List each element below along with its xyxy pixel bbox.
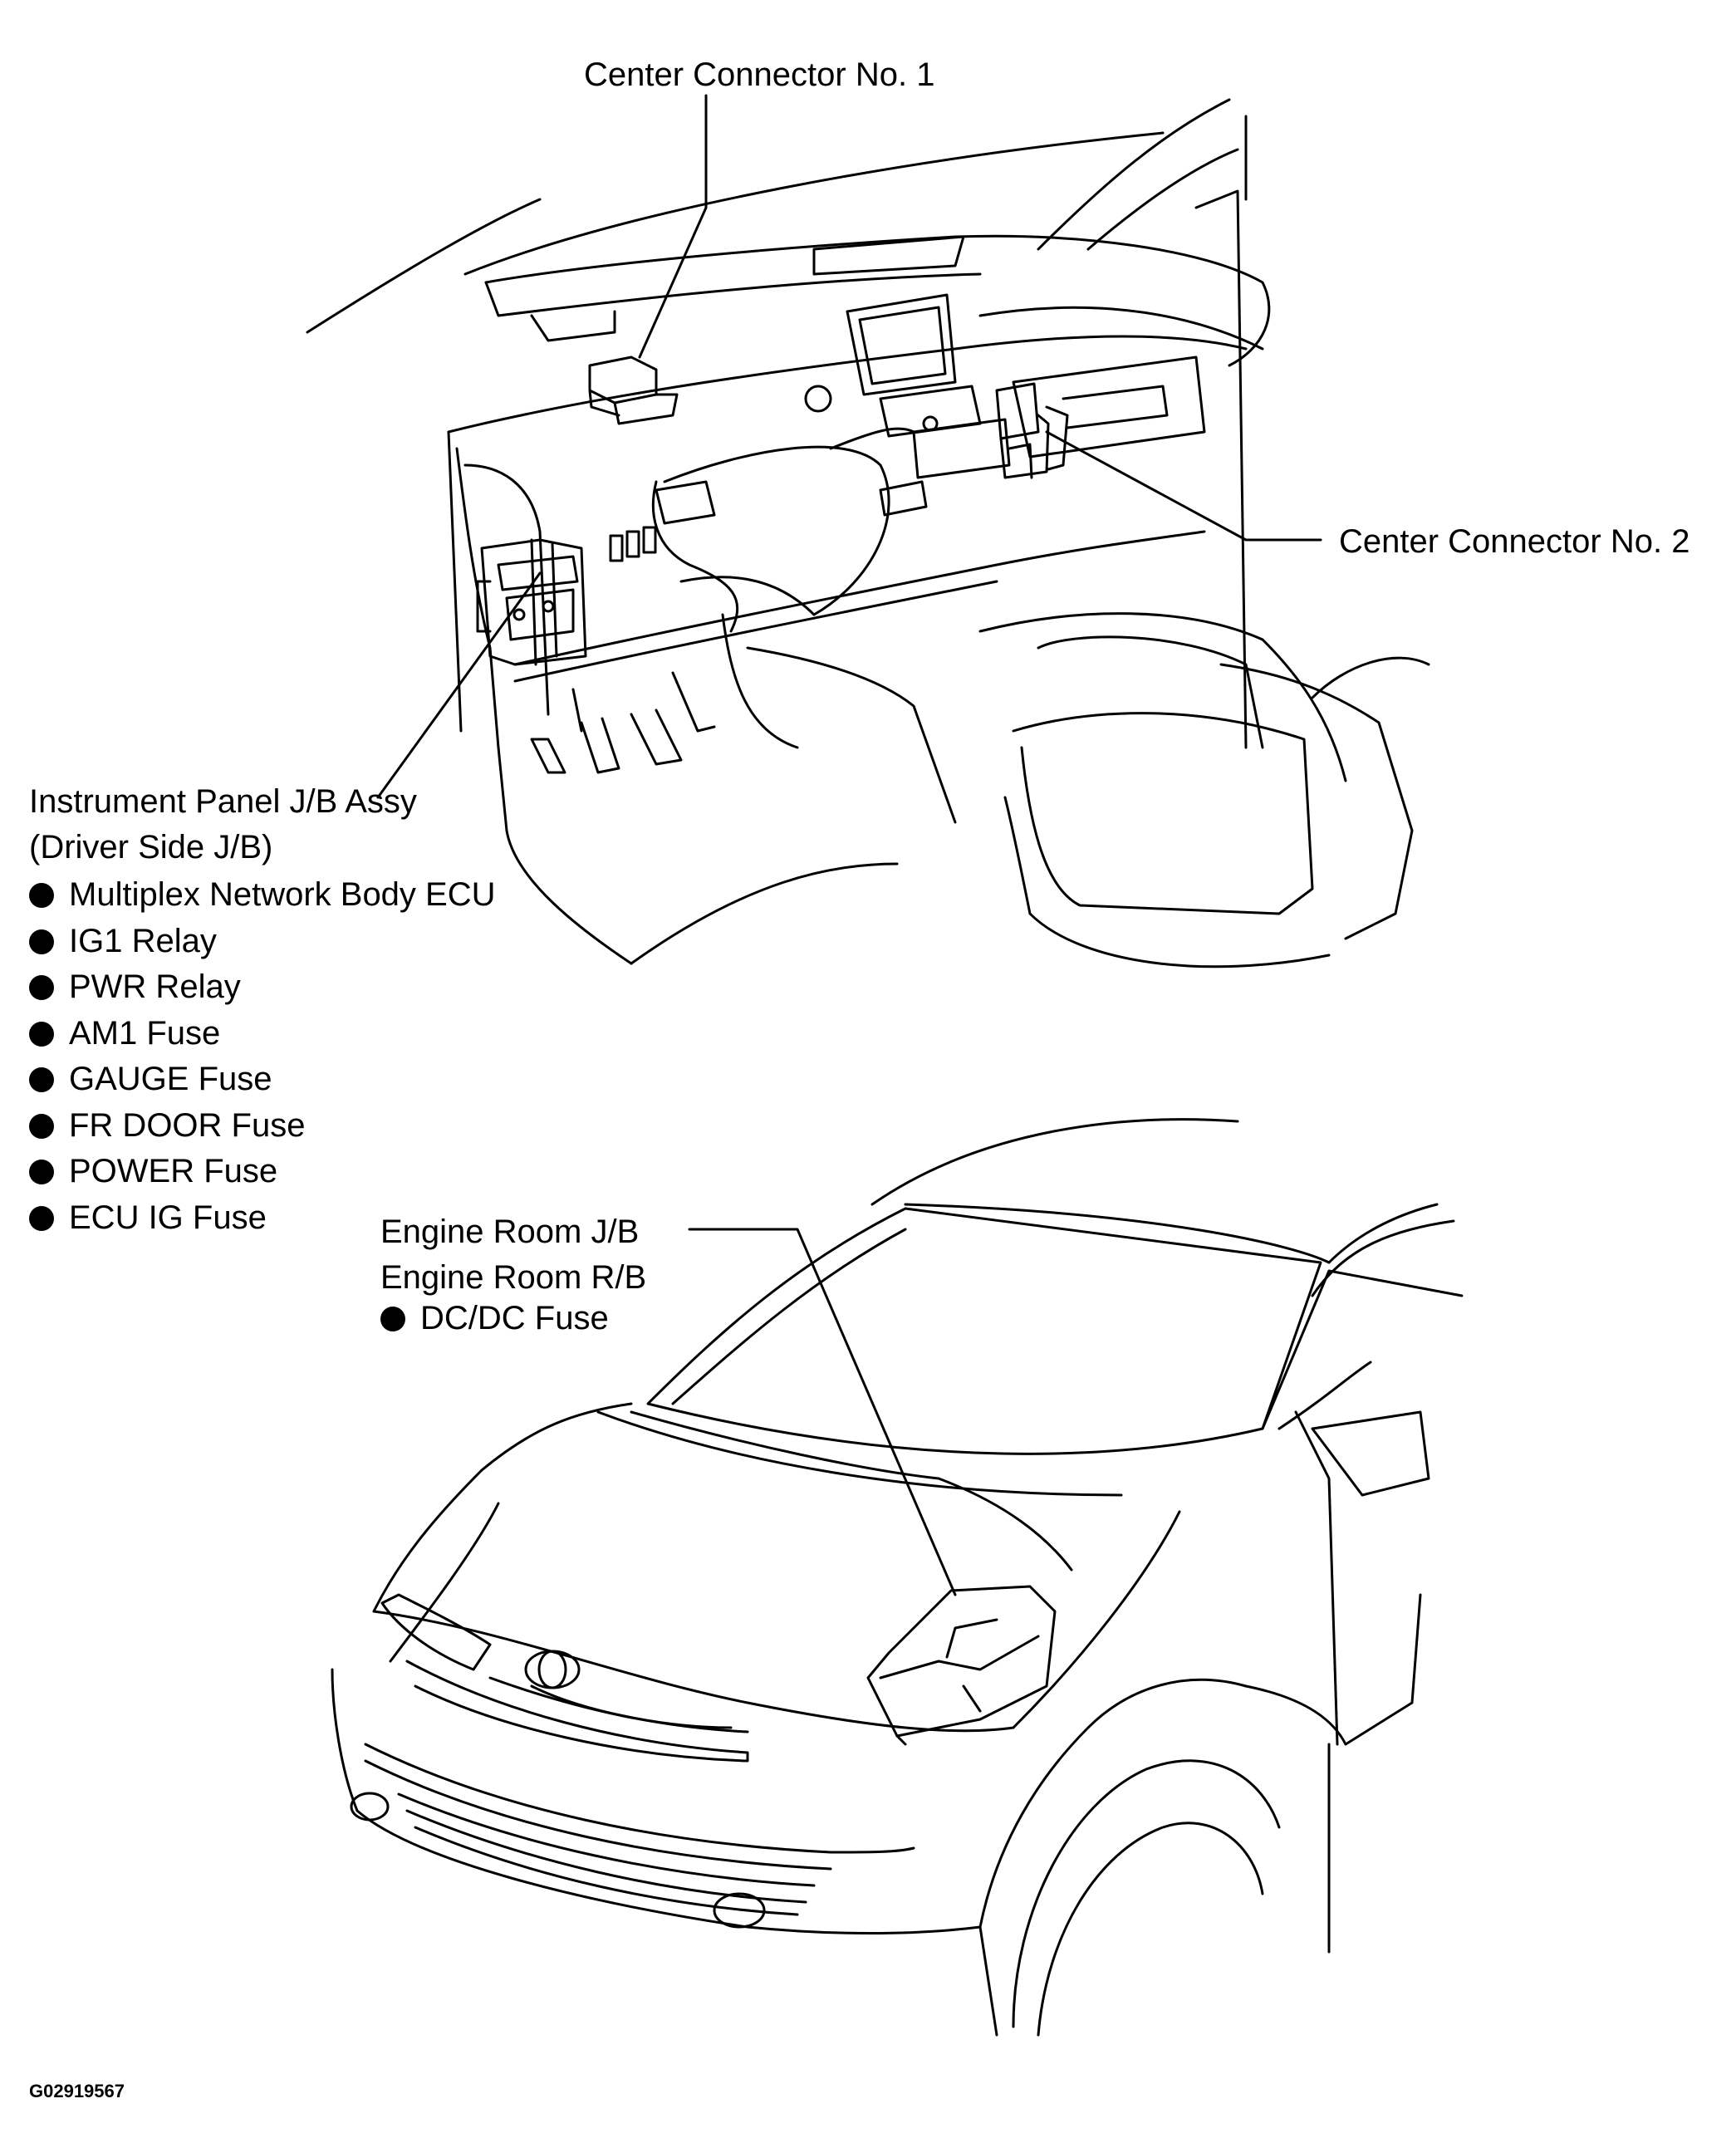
list-item: IG1 Relay: [29, 919, 496, 965]
list-item: ECU IG Fuse: [29, 1195, 496, 1242]
bullet-icon: [29, 1160, 54, 1184]
engine-room-component-list: DC/DC Fuse: [380, 1296, 609, 1342]
driver-side-jb-label: (Driver Side J/B): [29, 829, 273, 865]
engine-room-jb-label: Engine Room J/B: [380, 1214, 640, 1250]
figure-code: G02919567: [29, 2081, 125, 2101]
bullet-icon: [380, 1307, 405, 1331]
instrument-panel-jb-label: Instrument Panel J/B Assy: [29, 783, 417, 820]
list-item: FR DOOR Fuse: [29, 1103, 496, 1150]
dashboard-illustration: [306, 98, 1430, 968]
bullet-icon: [29, 975, 54, 1000]
bullet-icon: [29, 1113, 54, 1139]
list-item: Multiplex Network Body ECU: [29, 872, 496, 919]
bullet-icon: [29, 883, 54, 908]
list-item: AM1 Fuse: [29, 1011, 496, 1057]
bullet-icon: [29, 929, 54, 954]
car-exterior-illustration: [331, 1118, 1464, 2037]
bullet-icon: [29, 1067, 54, 1092]
bullet-icon: [29, 1205, 54, 1231]
list-item: PWR Relay: [29, 964, 496, 1011]
leader-lines: [376, 94, 1322, 1596]
list-item: GAUGE Fuse: [29, 1057, 496, 1103]
engine-room-rb-label: Engine Room R/B: [380, 1259, 647, 1296]
center-connector-2-label: Center Connector No. 2: [1339, 523, 1690, 560]
center-connector-1-label: Center Connector No. 1: [584, 56, 935, 93]
list-item: POWER Fuse: [29, 1149, 496, 1195]
bullet-icon: [29, 1021, 54, 1047]
instrument-panel-component-list: Multiplex Network Body ECU IG1 Relay PWR…: [29, 872, 496, 1241]
list-item: DC/DC Fuse: [380, 1296, 609, 1342]
